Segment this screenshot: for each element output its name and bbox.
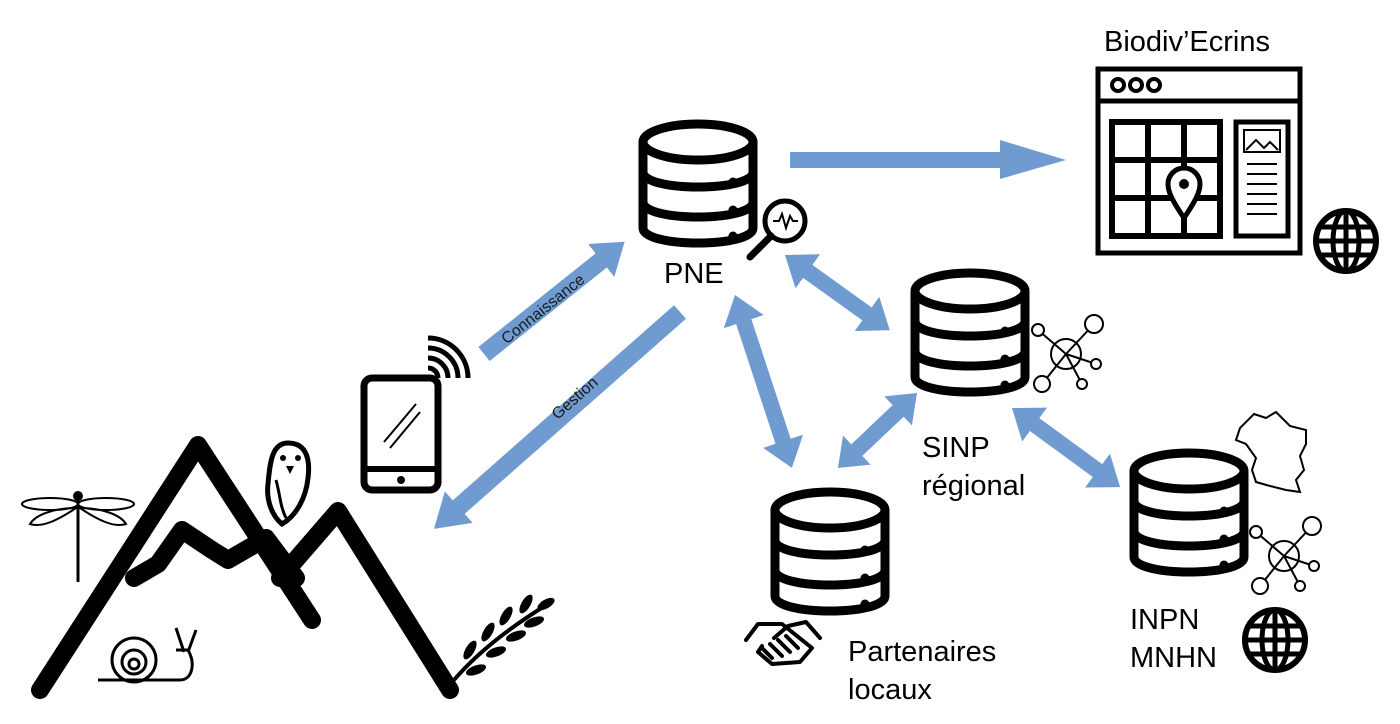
pne-database-icon [643, 124, 753, 243]
globe-icon [1316, 211, 1376, 271]
sinp-label-line1: SINP [922, 432, 990, 464]
inpn-label-line2: MNHN [1130, 642, 1217, 674]
france-map-icon [1234, 410, 1307, 494]
partners-database-icon [775, 492, 885, 611]
sinp-database-icon [915, 273, 1025, 392]
browser-map-icon [1095, 66, 1303, 256]
dragonfly-icon [21, 491, 135, 582]
network-icon [1031, 314, 1104, 393]
pne-label: PNE [664, 258, 724, 290]
sinp-label-line2: régional [922, 470, 1026, 502]
arrows [433, 140, 1121, 529]
bird-icon [265, 440, 312, 528]
partners-label-line1: Partenaires [848, 636, 997, 668]
arrow-pne-sinp [785, 254, 890, 331]
arrow-sinp-inpn [1012, 407, 1121, 488]
arrow-connaissance [478, 241, 625, 362]
tablet-icon [360, 374, 442, 494]
arrow-pne-partners [723, 295, 804, 468]
inpn-database-icon [1134, 453, 1244, 572]
arrow-sinp-partners [837, 393, 917, 469]
fern-icon [452, 594, 555, 682]
partners-label-line2: locaux [848, 674, 932, 706]
globe-icon [1245, 610, 1305, 670]
network-icon [1249, 516, 1322, 595]
inpn-label-line1: INPN [1130, 604, 1200, 636]
arrow-gestion [433, 305, 686, 529]
handshake-icon [744, 620, 822, 666]
biodiv-label: Biodiv’Ecrins [1104, 26, 1270, 58]
snail-icon [98, 627, 198, 684]
mountain-icon [31, 436, 459, 699]
wifi-icon [427, 335, 471, 379]
arrow-pne-to-biodiv [790, 140, 1066, 179]
magnifier-pulse-icon [746, 198, 808, 261]
